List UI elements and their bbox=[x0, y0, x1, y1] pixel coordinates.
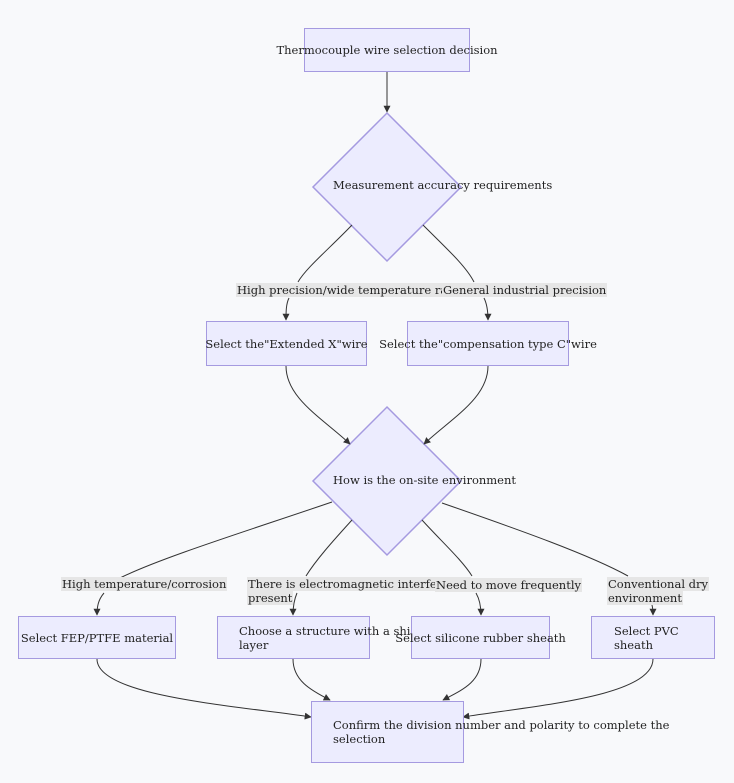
edge-highprec-to-extended bbox=[282, 297, 290, 321]
edge-label-emi-line1: There is electromagnetic interference bbox=[247, 577, 471, 591]
edge-label-high-precision: High precision/wide temperature range bbox=[236, 283, 470, 297]
edge-accuracy-to-highprec bbox=[297, 224, 353, 283]
edge-label-emi: There is electromagnetic interference pr… bbox=[247, 577, 471, 605]
start-node: Thermocouple wire selection decision bbox=[276, 28, 498, 72]
edge-label-move: Need to move frequently bbox=[435, 578, 583, 592]
edge-environment-to-emi bbox=[305, 519, 353, 577]
extended-wire-node: Select the"Extended X"wire bbox=[205, 321, 368, 366]
fep-material-label: Select FEP/PTFE material bbox=[20, 630, 174, 645]
accuracy-diamond bbox=[311, 111, 463, 263]
confirm-label-line2: selection bbox=[333, 732, 386, 746]
accuracy-decision-label: Measurement accuracy requirements bbox=[333, 178, 553, 192]
edge-move-to-silicone bbox=[475, 592, 485, 616]
edge-environment-to-move bbox=[421, 519, 473, 577]
edge-label-high-temp-text: High temperature/corrosion bbox=[61, 577, 228, 591]
pvc-sheath-node: Select PVC sheath bbox=[591, 616, 715, 659]
edge-fep-to-confirm bbox=[96, 658, 312, 720]
edge-silicone-to-confirm bbox=[442, 658, 482, 701]
shielding-structure-node: Choose a structure with a shielding laye… bbox=[217, 616, 447, 659]
edge-label-general: General industrial precision bbox=[442, 283, 608, 297]
confirm-node: Confirm the division number and polarity… bbox=[311, 701, 669, 763]
start-node-label: Thermocouple wire selection decision bbox=[276, 43, 498, 57]
edge-label-general-text: General industrial precision bbox=[442, 283, 608, 297]
edge-label-high-temp: High temperature/corrosion bbox=[61, 577, 228, 591]
edge-label-high-precision-text: High precision/wide temperature range bbox=[236, 283, 470, 297]
environment-decision-label: How is the on-site environment bbox=[333, 473, 517, 487]
edge-label-move-text: Need to move frequently bbox=[435, 578, 583, 592]
shielding-structure-label-line2: layer bbox=[239, 637, 269, 652]
extended-wire-label: Select the"Extended X"wire bbox=[205, 336, 368, 351]
edge-extended-to-environment bbox=[285, 365, 351, 445]
shielding-structure-label-line1: Choose a structure with a shielding bbox=[239, 623, 447, 638]
edge-environment-to-hightemp bbox=[119, 501, 333, 579]
silicone-sheath-label: Select silicone rubber sheath bbox=[395, 630, 566, 645]
edge-emi-to-shield bbox=[289, 592, 298, 616]
pvc-sheath-label-line1: Select PVC bbox=[614, 623, 679, 638]
edge-label-dry-line2: environment bbox=[607, 591, 683, 605]
compensation-wire-node: Select the"compensation type C"wire bbox=[379, 321, 597, 366]
confirm-label-line1: Confirm the division number and polarity… bbox=[333, 718, 670, 732]
pvc-sheath-label-line2: sheath bbox=[614, 637, 653, 652]
edge-label-dry: Conventional dry environment bbox=[607, 577, 710, 605]
edge-hightemp-to-fep bbox=[93, 592, 105, 616]
silicone-sheath-node: Select silicone rubber sheath bbox=[395, 616, 566, 659]
edge-pvc-to-confirm bbox=[462, 658, 654, 720]
edge-environment-to-dry bbox=[441, 502, 629, 577]
edge-general-to-compensation bbox=[483, 297, 492, 321]
compensation-wire-label: Select the"compensation type C"wire bbox=[379, 336, 597, 351]
edge-compensation-to-environment bbox=[423, 365, 489, 445]
edge-shield-to-confirm bbox=[292, 658, 331, 701]
edge-accuracy-to-general bbox=[422, 224, 475, 283]
edge-label-emi-line2: present bbox=[247, 591, 294, 605]
fep-material-node: Select FEP/PTFE material bbox=[18, 616, 176, 659]
edge-label-dry-line1: Conventional dry bbox=[607, 577, 710, 591]
